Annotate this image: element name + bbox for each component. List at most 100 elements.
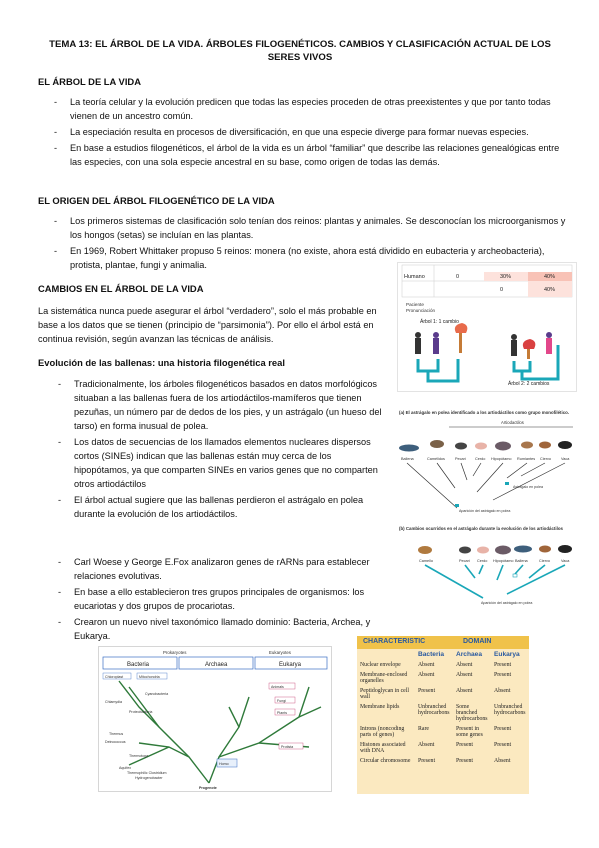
tree-label: Homo: [219, 762, 229, 766]
tree-label: Aquifex: [119, 766, 131, 770]
domain-table: Bacteria Archaea Eukarya Nuclear envelop…: [357, 649, 529, 766]
whale-taxon-label: Ballena: [401, 457, 415, 461]
document-title: TEMA 13: EL ÁRBOL DE LA VIDA. ÁRBOLES FI…: [49, 39, 551, 63]
whale-taxon-label-b: Pecarí: [459, 559, 471, 563]
table-cell: Introns (noncoding parts of genes): [360, 726, 405, 738]
tree-label-root: Progenote: [199, 786, 217, 790]
parsimony-figure-svg: Humano 0 30% 40% 0 40% Paciente Pronunci…: [401, 264, 573, 387]
table-cell: Absent: [418, 742, 435, 748]
whale-taxon-label: Ciervo: [540, 457, 551, 461]
whales-note-b: Aparición del astrágalo en polea: [481, 601, 532, 605]
table-row: Membrane lipids Unbranched hydrocarbons …: [357, 702, 529, 724]
tree-of-life-svg: Prokaryotes Eukaryotes Bacteria Archaea …: [102, 650, 328, 790]
parsimony-cell: 0: [456, 274, 459, 280]
list-item: La teoría celular y la evolución predice…: [32, 95, 567, 123]
table-cell: Some branched hydrocarbons: [455, 704, 488, 722]
domain-col-eukarya: Eukarya: [494, 651, 520, 658]
domain-table-figure: CHARACTERISTIC DOMAIN Bacteria Archaea E…: [357, 636, 529, 794]
whale-taxon-label-b: Camello: [419, 559, 433, 563]
table-cell: Present: [494, 662, 512, 668]
whale-taxon-label-b: Hipopótamo: [493, 559, 513, 563]
tree-domain-bacteria: Bacteria: [127, 662, 150, 668]
section2-list: Los primeros sistemas de clasificación s…: [32, 214, 567, 274]
whale-taxon-label: Rumiantes: [517, 457, 535, 461]
table-cell: Membrane-enclosed organelles: [360, 672, 408, 684]
list-item: En 1969, Robert Whittaker propuso 5 rein…: [32, 244, 567, 272]
parsimony-cell: 40%: [544, 274, 555, 280]
parsimony-paragraph: La sistemática nunca puede asegurar el á…: [38, 306, 377, 344]
whale-taxon-label: Vaca: [561, 457, 570, 461]
table-cell: Present: [494, 742, 512, 748]
table-cell: Absent: [494, 758, 511, 764]
parsimony-caption-right: Árbol 2: 2 cambios: [508, 380, 550, 387]
whale-taxon-label: Camélidos: [427, 457, 445, 461]
list-item: Carl Woese y George E.Fox analizaron gen…: [36, 555, 388, 583]
list-item: Crearon un nuevo nivel taxonómico llamad…: [36, 615, 388, 643]
table-cell: Absent: [455, 662, 473, 668]
table-row: Circular chromosome Present Present Abse…: [357, 756, 529, 766]
parsimony-legend-2: Pronunciación: [406, 308, 436, 313]
tree-label: Thermophilic Clostridium: [127, 771, 167, 775]
whales-subheading: Evolución de las ballenas: una historia …: [38, 357, 285, 368]
whales-note-a2: Astrágalo en polea: [513, 485, 543, 489]
list-item: Los datos de secuencias de los llamados …: [36, 435, 388, 491]
tree-of-life-figure: Prokaryotes Eukaryotes Bacteria Archaea …: [98, 646, 332, 792]
tree-label: Animals: [271, 685, 284, 689]
whale-taxon-label: Hipopótamo: [491, 457, 511, 461]
whale-taxon-label-b: Ballena: [515, 559, 529, 563]
tree-label: Chlamydia: [105, 700, 122, 704]
table-cell: Peptidoglycan in cell wall: [360, 688, 409, 700]
tree-domain-archaea: Archaea: [205, 662, 228, 668]
tree-eukaryotes-label: Eukaryotes: [269, 650, 292, 655]
whale-taxon-label-b: Ciervo: [539, 559, 550, 563]
table-cell: Present: [494, 672, 512, 678]
whale-taxon-label: Pecarí: [455, 457, 467, 461]
table-cell: Unbranched hydrocarbons: [418, 704, 450, 716]
tree-prokaryotes-label: Prokaryotes: [163, 650, 187, 655]
table-cell: Circular chromosome: [360, 758, 411, 764]
table-cell: Present: [455, 742, 474, 748]
whales-note-a: Aparición del astrágalo en polea: [459, 509, 510, 513]
tree-label: Deinococcus: [105, 740, 126, 744]
tree-label: Proteobacteria: [129, 710, 152, 714]
parsimony-cell: 40%: [544, 287, 555, 293]
tree-domain-eukarya: Eukarya: [279, 662, 302, 668]
domain-col-bacteria: Bacteria: [418, 651, 445, 658]
table-cell: Unbranched hydrocarbons: [494, 704, 526, 716]
tree-label: Mitochondria: [139, 675, 160, 679]
domain-col-archaea: Archaea: [455, 651, 482, 658]
table-cell: Present: [418, 758, 436, 764]
whales-figure: (a) El astrágalo en polea identificado a…: [397, 408, 575, 606]
whale-taxon-label-b: Vaca: [561, 559, 570, 563]
table-cell: Present: [418, 688, 436, 694]
table-cell: Absent: [455, 688, 473, 694]
parsimony-legend-1: Paciente: [406, 302, 424, 307]
parsimony-figure: Humano 0 30% 40% 0 40% Paciente Pronunci…: [397, 262, 577, 392]
parsimony-cell: 30%: [500, 274, 511, 280]
table-cell: Histones associated with DNA: [360, 742, 406, 754]
tree-label: Fungi: [277, 699, 286, 703]
table-cell: Rare: [418, 726, 429, 732]
tree-label: Chloroplast: [105, 675, 123, 679]
whales-figure-svg: (a) El astrágalo en polea identificado a…: [399, 410, 573, 605]
tree-label: Thermus: [109, 732, 123, 736]
tree-label: Thermotoga: [129, 754, 148, 758]
list-item: El árbol actual sugiere que las ballenas…: [36, 493, 388, 521]
whales-list: Tradicionalmente, los árboles filogenéti…: [36, 377, 388, 523]
table-row: Histones associated with DNA Absent Pres…: [357, 740, 529, 756]
table-cell: Present: [455, 758, 474, 764]
list-item: En base a estudios filogenéticos, el árb…: [32, 141, 567, 169]
whales-caption-a: (a) El astrágalo en polea identificado a…: [399, 410, 569, 415]
section-heading-origen: EL ORIGEN DEL ÁRBOL FILOGENÉTICO DE LA V…: [38, 195, 275, 206]
whales-caption-b: (b) Cambios ocurridos en el astrágalo du…: [399, 526, 564, 531]
list-item: En base a ello establecieron tres grupos…: [36, 585, 388, 613]
table-cell: Present in some genes: [455, 726, 483, 738]
table-cell: Absent: [418, 662, 435, 668]
table-cell: Absent: [494, 688, 511, 694]
domain-table-header-right: DOMAIN: [463, 638, 492, 645]
table-cell: Nuclear envelope: [360, 662, 401, 668]
table-row: Introns (noncoding parts of genes) Rare …: [357, 724, 529, 740]
domain-table-header: CHARACTERISTIC DOMAIN: [357, 636, 529, 649]
list-item: Tradicionalmente, los árboles filogenéti…: [36, 377, 388, 433]
tree-label: Cyanobacteria: [145, 692, 168, 696]
